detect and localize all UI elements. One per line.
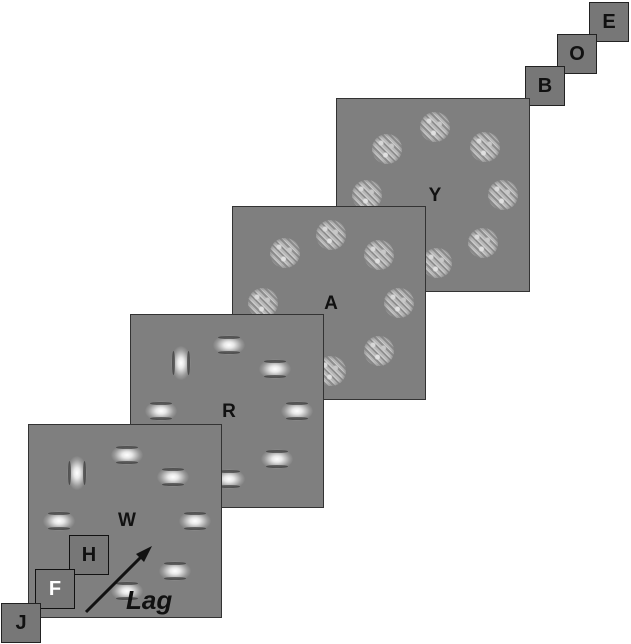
panel-letter: A — [324, 293, 338, 314]
tile-letter: E — [602, 10, 616, 33]
gabor-patch — [179, 511, 211, 531]
noise-patch — [364, 336, 394, 366]
noise-patch — [316, 220, 346, 250]
noise-patch — [364, 240, 394, 270]
panel-letter: Y — [428, 185, 442, 206]
gabor-patch — [157, 467, 189, 487]
noise-patch — [384, 288, 414, 318]
gabor-patch — [213, 335, 245, 355]
panel-letter: W — [118, 510, 136, 531]
noise-patch — [352, 180, 382, 210]
gabor-patch — [145, 401, 177, 421]
noise-patch — [488, 180, 518, 210]
noise-patch — [372, 134, 402, 164]
lag-arrow-icon — [84, 546, 152, 614]
gabor-patch — [259, 359, 291, 379]
noise-patch — [270, 238, 300, 268]
stimulus-panel-w: W — [28, 424, 222, 618]
gabor-patch — [67, 456, 87, 490]
gabor-patch — [43, 511, 75, 531]
letter-tile-f: F — [35, 569, 75, 609]
gabor-patch — [111, 581, 143, 601]
noise-patch — [420, 112, 450, 142]
noise-patch — [422, 248, 452, 278]
tile-letter: J — [15, 611, 27, 634]
noise-patch — [470, 132, 500, 162]
gabor-patch — [111, 445, 143, 465]
noise-patch — [248, 288, 278, 318]
tile-letter: H — [81, 543, 97, 566]
gabor-patch — [171, 346, 191, 380]
letter-tile-j: J — [1, 603, 41, 643]
lag-label: Lag — [126, 585, 173, 615]
gabor-patch — [261, 449, 293, 469]
panel-letter: R — [222, 401, 236, 422]
gabor-patch — [281, 401, 313, 421]
tile-letter: B — [537, 74, 553, 97]
tile-letter: F — [48, 577, 62, 600]
letter-tile-b: B — [525, 66, 565, 106]
gabor-patch — [159, 561, 191, 581]
letter-tile-h: H — [69, 535, 109, 575]
tile-letter: O — [569, 42, 585, 65]
noise-patch — [468, 228, 498, 258]
